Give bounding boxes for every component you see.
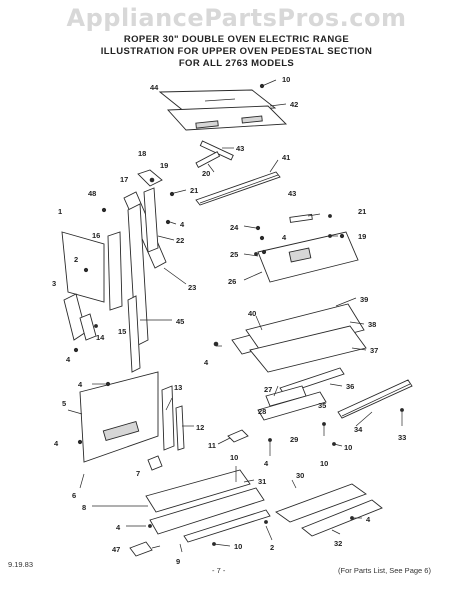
part-26-plate xyxy=(257,231,359,283)
callout: 4 xyxy=(116,523,121,532)
callout: 4 xyxy=(366,515,371,524)
part-30-32-rails xyxy=(275,483,383,537)
footer-date: 9.19.83 xyxy=(8,560,34,569)
callout: 26 xyxy=(228,277,236,286)
callout: 4 xyxy=(66,355,71,364)
footer-parts-list-note: (For Parts List, See Page 6) xyxy=(338,566,431,575)
callout: 15 xyxy=(118,327,126,336)
callout: 43 xyxy=(236,144,244,153)
callout: 35 xyxy=(318,401,326,410)
callout: 10 xyxy=(344,443,352,452)
callout: 28 xyxy=(258,407,266,416)
callout: 1 xyxy=(58,207,62,216)
callout: 4 xyxy=(54,439,59,448)
callout: 23 xyxy=(188,283,196,292)
callout: 45 xyxy=(176,317,184,326)
callout: 5 xyxy=(62,399,66,408)
part-11-clip xyxy=(227,429,249,443)
callout: 19 xyxy=(160,161,168,170)
part-22-post xyxy=(143,187,171,253)
footer-page-number: - 7 - xyxy=(212,566,226,575)
leader-lines xyxy=(67,79,403,553)
part-5-front-panel xyxy=(79,371,159,463)
part-34-rail xyxy=(337,379,413,419)
callout: 8 xyxy=(82,503,86,512)
callout: 29 xyxy=(290,435,298,444)
callout: 40 xyxy=(248,309,256,318)
header-line-2: ILLUSTRATION FOR UPPER OVEN PEDESTAL SEC… xyxy=(100,46,373,57)
callout: 10 xyxy=(230,453,238,462)
callout: 37 xyxy=(370,346,378,355)
part-43-right-strip xyxy=(289,213,313,223)
callout: 30 xyxy=(296,471,304,480)
callout: 7 xyxy=(136,469,140,478)
callout: 41 xyxy=(282,153,290,162)
part-3-14-brackets xyxy=(63,293,98,341)
part-41-rail xyxy=(195,171,281,206)
callout: 27 xyxy=(264,385,272,394)
callout: 17 xyxy=(120,175,128,184)
callout: 4 xyxy=(264,459,269,468)
callout: 9 xyxy=(176,557,180,566)
part-43-20-strips xyxy=(195,140,234,169)
part-7-bracket xyxy=(147,455,163,471)
callout: 38 xyxy=(368,320,376,329)
callout: 36 xyxy=(346,382,354,391)
callout: 18 xyxy=(138,149,146,158)
callout: 4 xyxy=(204,358,209,367)
callout: 2 xyxy=(74,255,78,264)
callout: 22 xyxy=(176,236,184,245)
part-12-13-strips xyxy=(161,385,185,451)
callout: 4 xyxy=(282,233,287,242)
callout: 16 xyxy=(92,231,100,240)
callout: 21 xyxy=(358,207,366,216)
callout: 24 xyxy=(230,223,239,232)
watermark: AppliancePartsPros.com xyxy=(66,4,407,32)
callout: 12 xyxy=(196,423,204,432)
callout: 32 xyxy=(334,539,342,548)
header-line-3: FOR ALL 2763 MODELS xyxy=(178,58,295,69)
callout: 10 xyxy=(320,459,328,468)
callout: 20 xyxy=(202,169,210,178)
callout: 47 xyxy=(112,545,120,554)
part-27-29-bracket xyxy=(257,385,327,421)
callout: 11 xyxy=(208,441,216,450)
fasteners xyxy=(73,83,404,546)
part-37-40-stacked-panels xyxy=(231,303,367,373)
callout: 10 xyxy=(234,542,242,551)
callout: 44 xyxy=(150,83,159,92)
callout: 43 xyxy=(288,189,296,198)
callout: 34 xyxy=(354,425,363,434)
callout: 48 xyxy=(88,189,96,198)
part-8-31-lower-panels xyxy=(145,469,271,543)
callout: 21 xyxy=(190,186,198,195)
callout: 25 xyxy=(230,250,238,259)
part-45-post xyxy=(127,295,141,373)
callout: 31 xyxy=(258,477,266,486)
part-47 xyxy=(129,541,153,557)
callout: 10 xyxy=(282,75,290,84)
part-1-side-panel xyxy=(61,231,123,311)
callout: 4 xyxy=(78,380,83,389)
callout: 39 xyxy=(360,295,368,304)
callout: 6 xyxy=(72,491,76,500)
callout: 2 xyxy=(270,543,274,552)
callout: 3 xyxy=(52,279,56,288)
callout: 42 xyxy=(290,100,298,109)
part-44-top-panel xyxy=(158,89,288,131)
callout: 4 xyxy=(180,220,185,229)
callout: 14 xyxy=(96,333,105,342)
part-18-19-bracket xyxy=(137,169,163,187)
callout-labels: 44 10 42 43 20 41 18 19 17 21 48 4 22 43… xyxy=(52,75,406,566)
header-line-1: ROPER 30" DOUBLE OVEN ELECTRIC RANGE xyxy=(123,34,350,45)
callout: 19 xyxy=(358,232,366,241)
callout: 33 xyxy=(398,433,406,442)
callout: 13 xyxy=(174,383,182,392)
